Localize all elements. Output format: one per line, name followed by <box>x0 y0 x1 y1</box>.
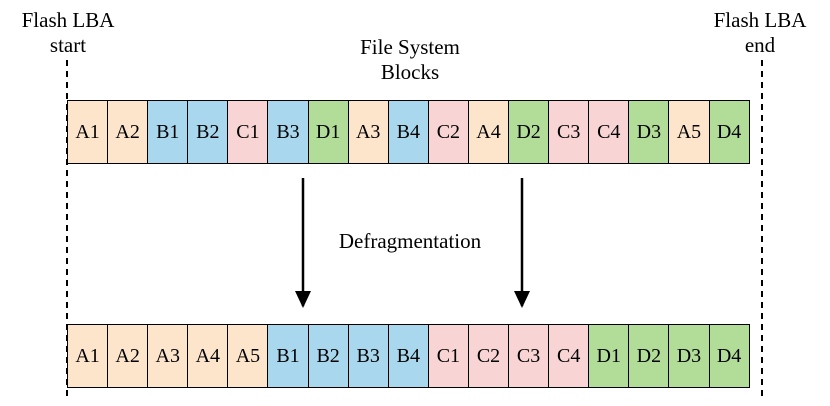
block-a3: A3 <box>348 101 389 163</box>
block-a4: A4 <box>188 325 229 387</box>
block-b2: B2 <box>188 101 229 163</box>
block-a1: A1 <box>68 101 109 163</box>
block-d3: D3 <box>669 325 710 387</box>
file-system-blocks-label: File System Blocks <box>330 35 490 85</box>
block-b3: B3 <box>348 325 389 387</box>
block-a2: A2 <box>108 101 149 163</box>
block-b3: B3 <box>268 101 309 163</box>
block-a5: A5 <box>669 101 710 163</box>
block-c2: C2 <box>468 325 510 387</box>
lba-start-line2: start <box>49 33 87 57</box>
block-c2: C2 <box>428 101 469 163</box>
defrag-arrow-right-head <box>514 291 530 308</box>
block-c3: C3 <box>549 101 590 163</box>
block-b4: B4 <box>388 325 429 387</box>
block-c3: C3 <box>509 325 550 387</box>
block-d4: D4 <box>709 101 750 163</box>
block-a2: A2 <box>108 325 149 387</box>
block-d2: D2 <box>629 325 670 387</box>
defrag-arrow-left-head <box>295 291 311 308</box>
lba-start-line1: Flash LBA <box>21 8 115 32</box>
lba-end-line1: Flash LBA <box>713 8 807 32</box>
block-b4: B4 <box>388 101 429 163</box>
block-a3: A3 <box>148 325 189 387</box>
block-b1: B1 <box>148 101 189 163</box>
block-b2: B2 <box>308 325 349 387</box>
block-d2: D2 <box>509 101 550 163</box>
lba-end-label: Flash LBA end <box>700 8 820 58</box>
block-a4: A4 <box>468 101 510 163</box>
block-a1: A1 <box>68 325 109 387</box>
block-c1: C1 <box>428 325 469 387</box>
file-system-blocks-line1: File System <box>360 35 460 59</box>
block-d3: D3 <box>629 101 670 163</box>
file-system-blocks-line2: Blocks <box>380 60 440 84</box>
block-a5: A5 <box>228 325 269 387</box>
lba-start-label: Flash LBA start <box>8 8 128 58</box>
defragmentation-label: Defragmentation <box>338 229 482 253</box>
block-c4: C4 <box>589 101 630 163</box>
block-c1: C1 <box>228 101 269 163</box>
block-d1: D1 <box>308 101 349 163</box>
block-b1: B1 <box>268 325 309 387</box>
lba-end-line2: end <box>744 33 776 57</box>
block-d4: D4 <box>709 325 750 387</box>
block-d1: D1 <box>589 325 630 387</box>
block-c4: C4 <box>549 325 590 387</box>
